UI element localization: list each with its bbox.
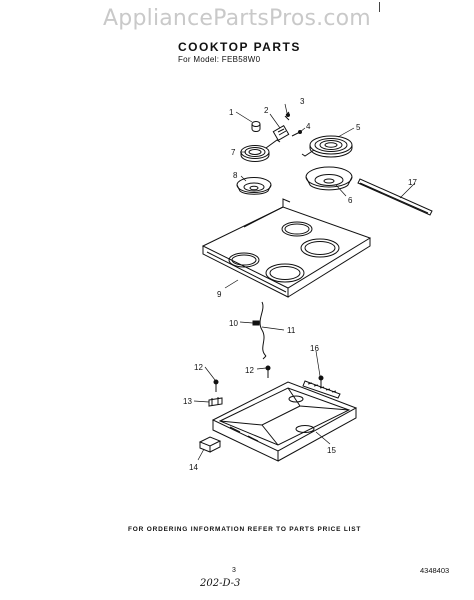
part-12-screw-center [265,365,271,378]
part-3-screw [284,111,290,121]
part-7-small-element [240,139,281,162]
part-4-screw [291,130,302,137]
part-15-burner-box [211,380,358,462]
watermark: AppliancePartsPros.com [103,6,371,31]
callout-7: 7 [231,148,236,157]
page-title: COOKTOP PARTS [178,40,301,54]
part-17-trim-strip [357,178,433,216]
part-2-receptacle [272,124,290,142]
document-part-number: 4348403 [420,566,450,575]
model-subtitle: For Model: FEB58W0 [178,55,261,64]
part-6-large-drip-bowl [305,166,353,191]
part-1-cap [251,121,261,132]
page-number: 3 [232,567,236,574]
callout-10: 10 [229,319,238,328]
part-10-clip [252,320,260,326]
callout-5: 5 [356,123,361,132]
callout-12-left: 12 [194,363,203,372]
part-13-bracket [208,397,223,407]
callout-9: 9 [217,290,222,299]
callout-14: 14 [189,463,198,472]
handwritten-note: 202-D-3 [200,578,241,589]
callout-labels: 1 2 3 4 5 6 7 8 9 10 11 12 12 13 14 15 1… [183,97,417,472]
callout-6: 6 [348,196,353,205]
part-5-large-element [301,135,353,158]
part-9-cooktop [201,198,372,298]
callout-13: 13 [183,397,192,406]
callout-12-center: 12 [245,366,254,375]
ordering-info-footer: FOR ORDERING INFORMATION REFER TO PARTS … [128,526,362,533]
leader-lines [193,103,416,461]
part-11-support-rod [259,301,267,360]
part-12-screw-left [213,379,219,392]
callout-2: 2 [264,106,269,115]
callout-11: 11 [287,326,296,335]
callout-1: 1 [229,108,234,117]
part-8-small-drip-bowl [236,177,272,195]
part-14-block [198,436,222,453]
callout-3: 3 [300,97,305,106]
callout-8: 8 [233,171,238,180]
corner-mark [379,2,380,12]
callout-15: 15 [327,446,336,455]
callout-4: 4 [306,122,311,131]
callout-16: 16 [310,344,319,353]
callout-17: 17 [408,178,417,187]
